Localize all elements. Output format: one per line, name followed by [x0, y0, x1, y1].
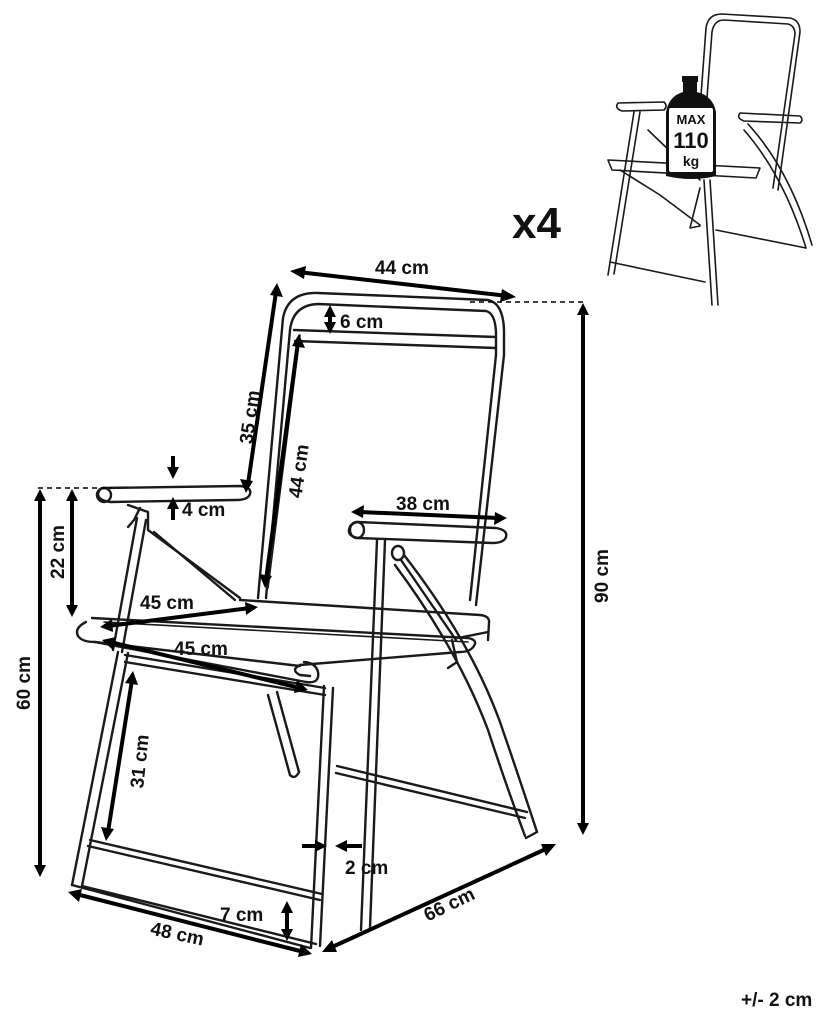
label-base-depth: 66 cm: [421, 884, 479, 926]
label-overall-width: 44 cm: [375, 258, 429, 279]
label-backrest-fabric: 44 cm: [285, 443, 313, 499]
label-seat-width: 45 cm: [140, 593, 194, 614]
quantity-label: x4: [512, 199, 561, 248]
label-foot-height: 7 cm: [220, 905, 263, 926]
label-seat-height: 31 cm: [127, 734, 154, 790]
label-tube-diameter: 2 cm: [345, 858, 388, 879]
main-chair-drawing: [70, 291, 539, 950]
max-load-label-max: MAX: [677, 112, 706, 127]
dimension-lines: [34, 266, 589, 957]
weight-icon: [666, 76, 716, 179]
label-backrest-length: 35 cm: [236, 389, 264, 445]
tolerance-note: +/- 2 cm: [741, 990, 812, 1011]
label-armrest-width: 38 cm: [396, 494, 450, 515]
label-headrest-band: 6 cm: [340, 312, 383, 333]
label-seat-depth: 45 cm: [174, 639, 228, 660]
label-armrest-height: 60 cm: [14, 656, 35, 710]
label-overall-height: 90 cm: [592, 549, 613, 603]
max-load-label-value: 110: [673, 128, 709, 153]
label-armrest-thickness: 4 cm: [182, 500, 225, 521]
dimension-labels: 44 cm 6 cm 35 cm 44 cm 4 cm 38 cm 22 cm …: [14, 199, 812, 1011]
label-armrest-above-seat: 22 cm: [48, 525, 69, 579]
max-load-label-unit: kg: [683, 153, 699, 169]
